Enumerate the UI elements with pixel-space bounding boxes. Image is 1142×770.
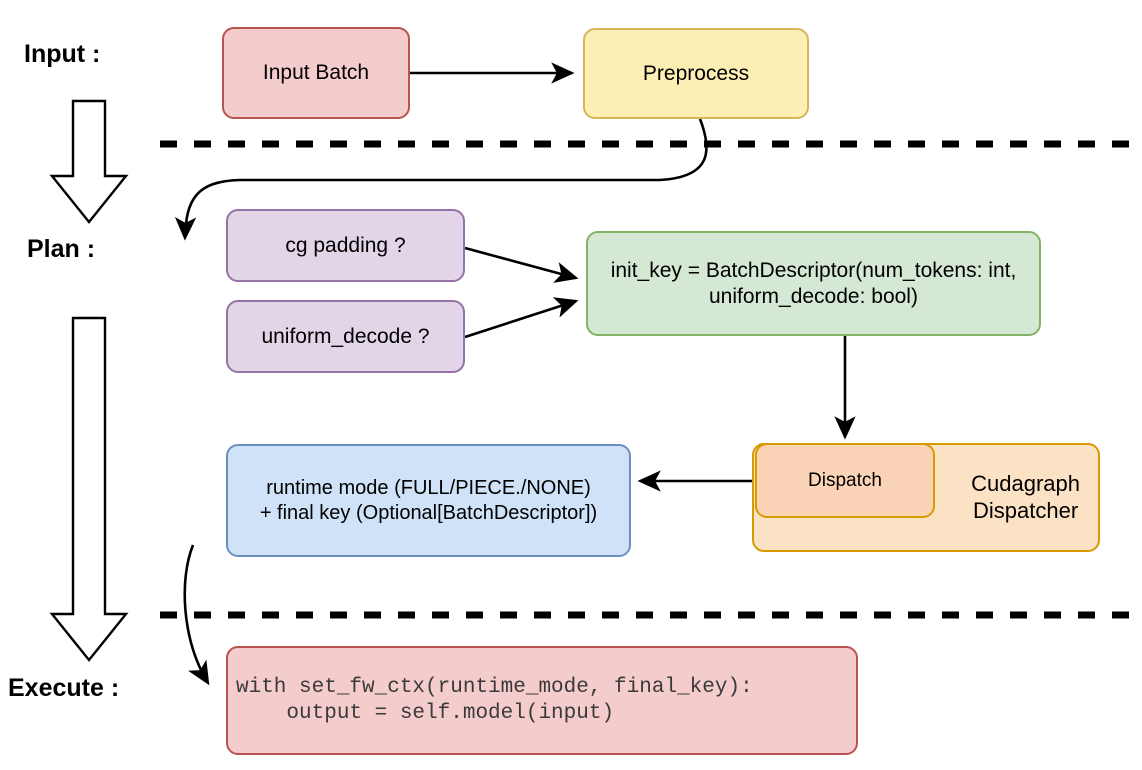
node-init-key[interactable]: init_key = BatchDescriptor(num_tokens: i…: [586, 231, 1041, 336]
node-dispatch[interactable]: Dispatch: [755, 443, 935, 518]
node-exec-code-label: with set_fw_ctx(runtime_mode, final_key)…: [236, 675, 753, 725]
node-dispatch-label: Dispatch: [808, 469, 882, 491]
node-cg-padding[interactable]: cg padding ?: [226, 209, 465, 282]
stage-label-execute: Execute :: [8, 674, 120, 702]
stage-label-input: Input :: [24, 40, 101, 68]
node-init-key-label: init_key = BatchDescriptor(num_tokens: i…: [610, 258, 1017, 308]
cg-padding-to-init-key-edge: [464, 246, 579, 283]
node-preprocess-label: Preprocess: [642, 61, 750, 85]
node-input-batch-label: Input Batch: [262, 61, 370, 85]
node-exec-code[interactable]: with set_fw_ctx(runtime_mode, final_key)…: [226, 646, 858, 755]
node-uniform-decode-label: uniform_decode ?: [261, 324, 430, 348]
node-cudagraph-dispatcher-label: Cudagraph Dispatcher: [971, 470, 1080, 523]
node-preprocess[interactable]: Preprocess: [583, 28, 809, 119]
node-uniform-decode[interactable]: uniform_decode ?: [226, 300, 465, 373]
uniform-decode-to-init-key-edge: [464, 297, 579, 339]
node-runtime-mode-label: runtime mode (FULL/PIECE./NONE) + final …: [259, 477, 598, 524]
node-runtime-mode[interactable]: runtime mode (FULL/PIECE./NONE) + final …: [226, 444, 631, 557]
runtime-mode-to-exec-code-edge: [183, 544, 210, 686]
stage-label-plan: Plan :: [27, 235, 96, 263]
node-cg-padding-label: cg padding ?: [285, 233, 406, 257]
plan-to-execute-arrow: [49, 316, 129, 662]
node-input-batch[interactable]: Input Batch: [222, 27, 410, 119]
input-to-plan-arrow: [49, 99, 129, 224]
